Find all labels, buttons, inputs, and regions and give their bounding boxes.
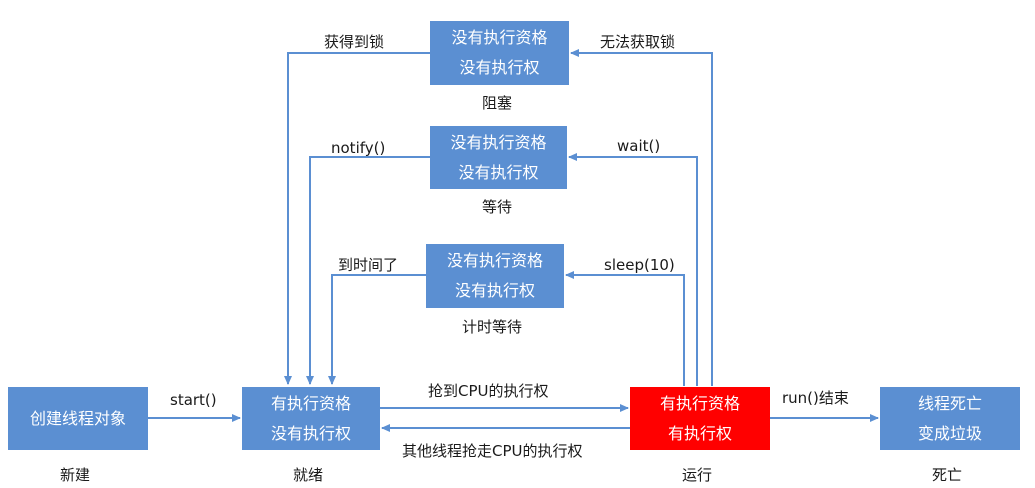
- state-blocked-line-1: 没有执行资格: [451, 28, 548, 47]
- state-timed-waiting-box: 没有执行资格 没有执行权: [426, 244, 564, 308]
- state-ready-line-1: 有执行资格: [270, 393, 351, 413]
- label-time-up: 到时间了: [338, 256, 399, 274]
- label-wait: wait(): [617, 137, 661, 155]
- caption-new: 新建: [60, 466, 91, 484]
- arrow-got-lock: [284, 52, 430, 385]
- state-new-box: 创建线程对象: [8, 387, 148, 450]
- label-lose-cpu: 其他线程抢走CPU的执行权: [402, 442, 583, 460]
- caption-dead: 死亡: [932, 466, 963, 484]
- arrow-wait: [568, 153, 698, 386]
- label-got-lock: 获得到锁: [324, 33, 385, 51]
- label-notify: notify(): [331, 139, 386, 157]
- state-timed-waiting-line-2: 没有执行权: [454, 281, 535, 300]
- caption-timed-waiting: 计时等待: [462, 318, 523, 336]
- state-dead-line-1: 线程死亡: [917, 393, 982, 413]
- state-waiting-line-2: 没有执行权: [458, 162, 539, 182]
- state-waiting-box: 没有执行资格 没有执行权: [430, 126, 567, 189]
- state-blocked-line-2: 没有执行权: [459, 58, 540, 77]
- arrow-notify: [306, 156, 430, 385]
- state-dead-line-2: 变成垃圾: [917, 423, 982, 443]
- arrow-cannot-get-lock: [570, 49, 713, 386]
- caption-running: 运行: [682, 466, 713, 484]
- arrow-time-up: [328, 274, 426, 385]
- state-timed-waiting-line-1: 没有执行资格: [446, 251, 543, 270]
- state-running-line-1: 有执行资格: [659, 393, 740, 413]
- caption-waiting: 等待: [482, 198, 513, 216]
- label-sleep: sleep(10): [604, 256, 675, 274]
- label-start: start(): [170, 391, 217, 409]
- state-ready-box: 有执行资格 没有执行权: [242, 387, 380, 450]
- state-ready-line-2: 没有执行权: [270, 423, 351, 443]
- caption-ready: 就绪: [293, 466, 324, 484]
- state-running-line-2: 有执行权: [667, 423, 732, 443]
- state-running-box: 有执行资格 有执行权: [630, 387, 770, 450]
- label-grab-cpu: 抢到CPU的执行权: [428, 382, 549, 400]
- state-waiting-line-1: 没有执行资格: [450, 132, 547, 152]
- state-dead-box: 线程死亡 变成垃圾: [880, 387, 1020, 450]
- state-blocked-box: 没有执行资格 没有执行权: [430, 21, 569, 85]
- label-run-end: run()结束: [782, 389, 849, 407]
- state-new-line-1: 创建线程对象: [29, 408, 126, 428]
- arrow-sleep: [565, 271, 685, 386]
- label-cannot-get-lock: 无法获取锁: [600, 33, 676, 51]
- caption-blocked: 阻塞: [482, 94, 513, 112]
